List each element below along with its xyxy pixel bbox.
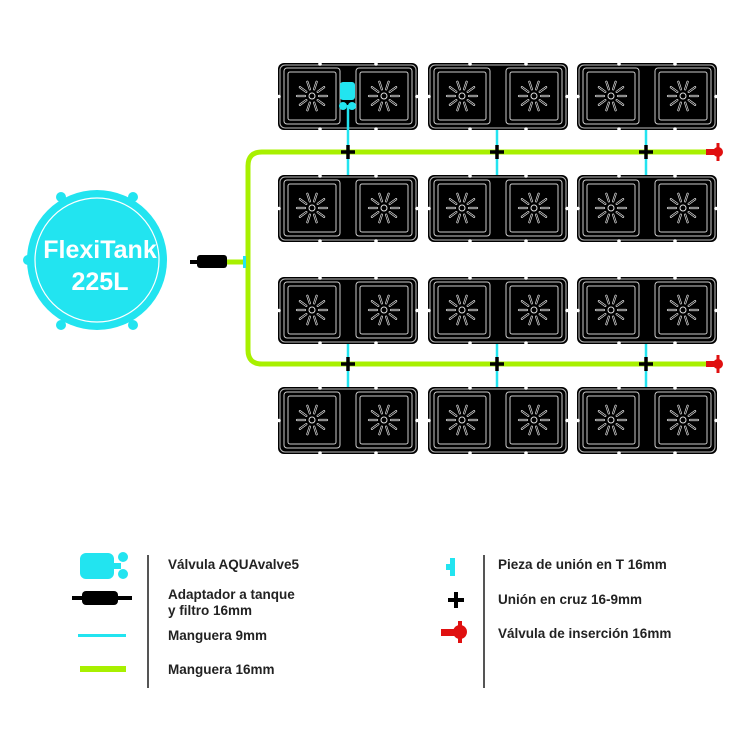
pot	[283, 281, 341, 339]
pot	[505, 179, 563, 237]
t-piece-icon	[446, 558, 455, 576]
pot	[654, 179, 712, 237]
cross-connector	[341, 357, 355, 371]
pot	[505, 281, 563, 339]
insertion-valve-icon	[441, 621, 467, 643]
cross-connector	[490, 145, 504, 159]
pot	[355, 391, 413, 449]
hose-9mm-icon	[78, 634, 126, 637]
pot	[283, 391, 341, 449]
legend-icons	[72, 552, 467, 672]
pot	[355, 179, 413, 237]
pot	[582, 179, 640, 237]
flexitank: FlexiTank 225L	[23, 190, 167, 330]
insertion-valve	[706, 143, 723, 161]
tray	[427, 174, 569, 243]
legend-label-cross: Unión en cruz 16-9mm	[498, 592, 643, 607]
legend-label-insertion-valve: Válvula de inserción 16mm	[498, 626, 672, 641]
legend-divider-left	[147, 555, 149, 688]
aquavalve-icon	[80, 552, 128, 579]
pot	[433, 391, 491, 449]
pot	[433, 179, 491, 237]
pot	[654, 391, 712, 449]
cross-connector	[639, 145, 653, 159]
tank-adapter-filter-icon	[72, 591, 132, 605]
pot	[582, 391, 640, 449]
cross-connector	[490, 357, 504, 371]
legend-label-hose-9mm: Manguera 9mm	[168, 628, 268, 643]
pot	[582, 67, 640, 125]
tray	[277, 386, 419, 455]
pot	[505, 391, 563, 449]
pot	[582, 281, 640, 339]
pot	[433, 67, 491, 125]
tank-adapter-filter	[190, 255, 246, 268]
tray	[576, 62, 718, 131]
pot	[355, 67, 413, 125]
legend-label-adapter: Adaptador a tanque y filtro 16mm	[168, 587, 295, 618]
pot	[505, 67, 563, 125]
pot	[283, 179, 341, 237]
tray	[576, 276, 718, 345]
connectors	[339, 82, 723, 387]
tray	[277, 276, 419, 345]
pot	[654, 67, 712, 125]
insertion-valve	[706, 355, 723, 373]
tray	[277, 174, 419, 243]
tray	[427, 386, 569, 455]
legend-label-t-piece: Pieza de unión en T 16mm	[498, 557, 667, 572]
tray	[427, 62, 569, 131]
tray	[427, 276, 569, 345]
tray	[576, 386, 718, 455]
hose-16mm-icon	[80, 666, 126, 672]
cross-connector	[639, 357, 653, 371]
cross-connector-icon	[448, 592, 464, 608]
tank-volume: 225L	[72, 268, 129, 296]
pot	[654, 281, 712, 339]
tray-grid	[277, 62, 718, 455]
pot	[433, 281, 491, 339]
cross-connector	[341, 145, 355, 159]
tray	[576, 174, 718, 243]
legend-label-hose-16mm: Manguera 16mm	[168, 662, 275, 677]
legend-divider-right	[483, 555, 485, 688]
tank-name: FlexiTank	[43, 236, 157, 264]
aquavalve	[339, 82, 356, 110]
pot	[355, 281, 413, 339]
legend-label-aquavalve: Válvula AQUAvalve5	[168, 557, 300, 572]
